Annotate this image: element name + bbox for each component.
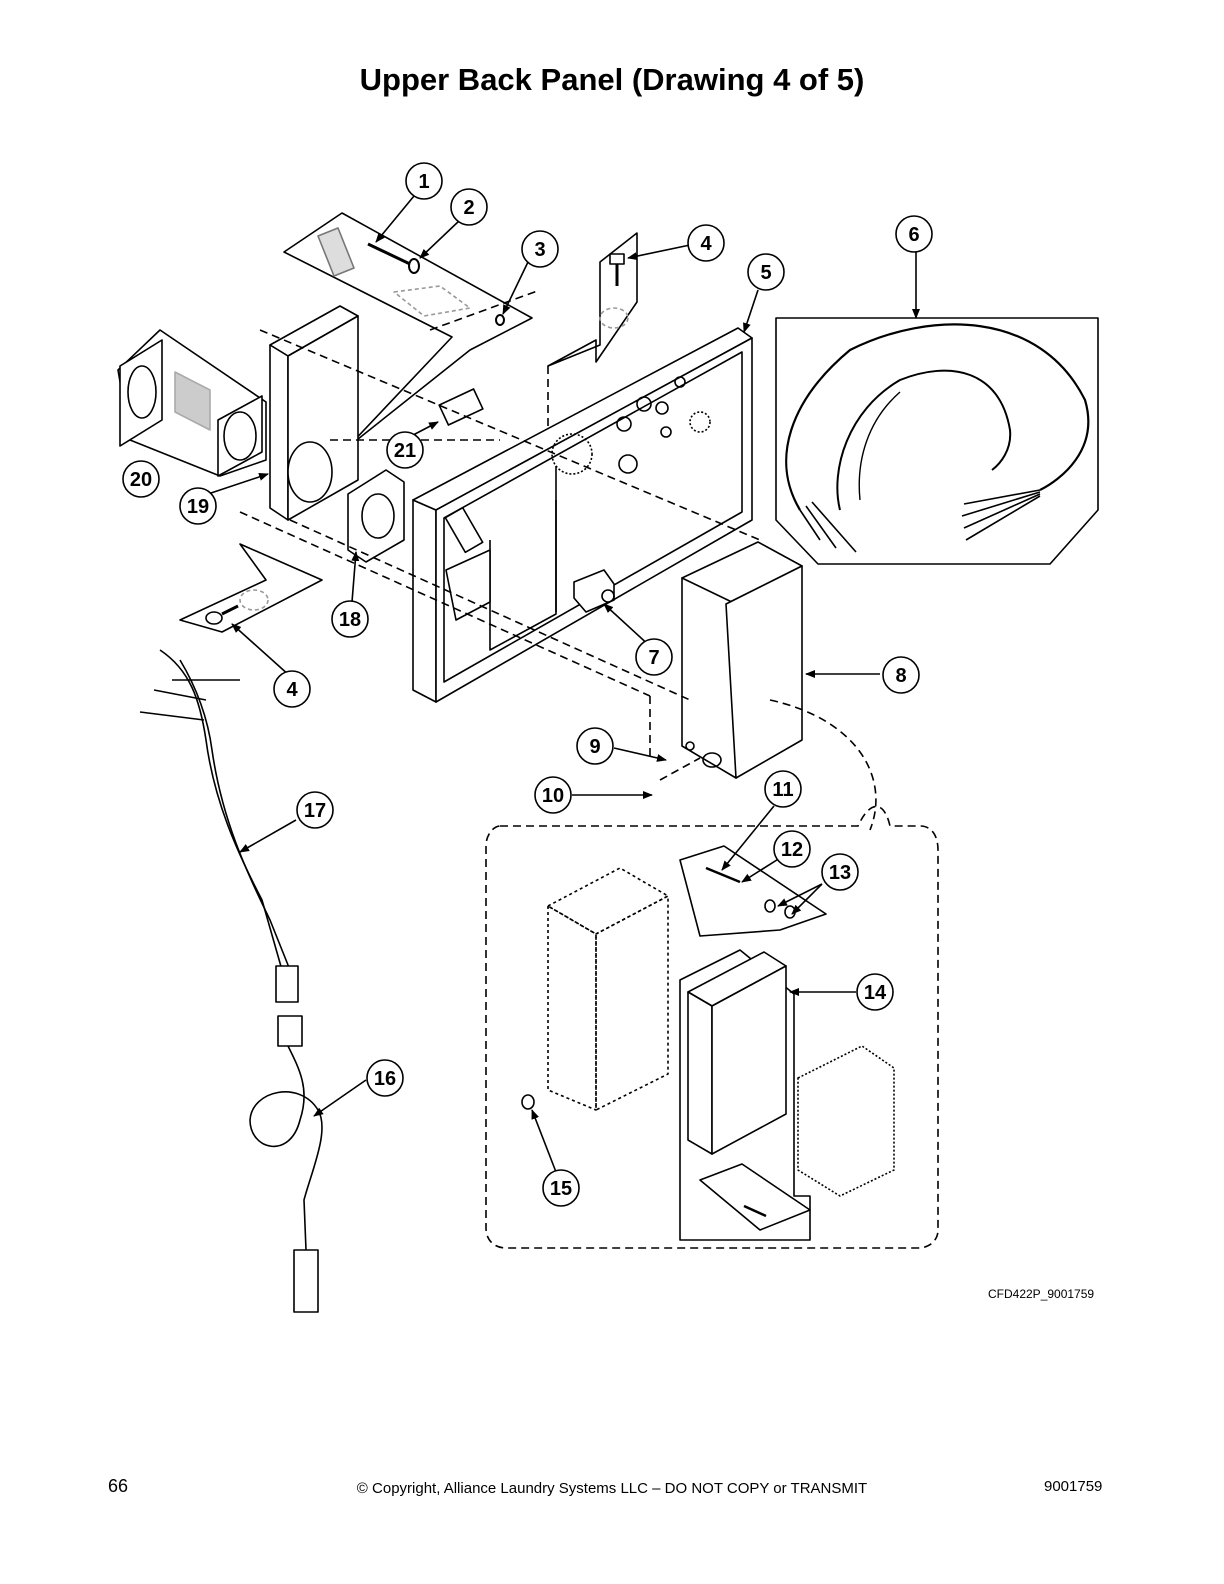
svg-text:14: 14 [864,982,887,1004]
callout-20: 20 [122,460,160,498]
page-number: 66 [108,1476,129,1496]
callout-17: 17 [296,791,334,829]
copyright-notice: © Copyright, Alliance Laundry Systems LL… [356,1480,868,1497]
svg-text:10: 10 [542,785,564,807]
callout-group: 1 2 3 4 5 6 7 8 9 10 11 12 13 14 15 16 1… [122,162,933,1207]
detail-inset-screw-bottom [179,543,323,633]
callout-18: 18 [331,600,369,638]
back-panel-part-5 [412,327,753,703]
svg-text:16: 16 [374,1068,396,1090]
callout-2: 2 [450,188,488,226]
drawing-code: CFD422P_9001759 [988,1287,1095,1301]
callout-4-top: 4 [687,224,725,262]
svg-text:15: 15 [550,1178,572,1200]
cable-harness-part-16 [249,1015,323,1313]
leader-arrows [207,195,920,1173]
callout-9: 9 [576,727,614,765]
callout-21: 21 [386,431,424,469]
callout-13: 13 [821,853,859,891]
svg-text:9: 9 [589,736,600,758]
svg-text:7: 7 [648,647,659,669]
electrical-box-part-8 [681,541,803,779]
callout-5: 5 [747,253,785,291]
svg-text:8: 8 [895,665,906,687]
callout-12: 12 [773,830,811,868]
svg-text:20: 20 [130,469,152,491]
svg-text:11: 11 [772,779,793,801]
callout-1: 1 [405,162,443,200]
callout-11: 11 [764,770,802,808]
bracket-part-19 [269,305,359,521]
svg-text:6: 6 [908,224,919,246]
svg-text:19: 19 [187,496,209,518]
detail-inset-screw-top [547,232,638,438]
svg-text:3: 3 [534,239,545,261]
detail-inset-harness-part-6 [775,317,1099,565]
callout-14: 14 [856,973,894,1011]
svg-text:21: 21 [394,440,416,462]
svg-text:17: 17 [304,800,326,822]
callout-4-bottom: 4 [273,670,311,708]
svg-text:12: 12 [781,839,803,861]
svg-text:4: 4 [286,679,298,701]
detail-inset-fan-guard-part-20 [117,329,267,477]
callout-7: 7 [635,638,673,676]
label-part-21 [438,388,484,426]
callout-6: 6 [895,215,933,253]
callout-15: 15 [542,1169,580,1207]
detail-inset-top-fasteners [283,212,533,448]
detail-inset-control-module [485,805,939,1249]
document-number: 9001759 [1044,1478,1103,1495]
callout-10: 10 [534,776,572,814]
callout-8: 8 [882,656,920,694]
callout-19: 19 [179,487,217,525]
svg-text:4: 4 [700,233,712,255]
svg-text:2: 2 [463,197,474,219]
svg-text:18: 18 [339,609,361,631]
cable-harness-part-17 [139,649,299,1003]
svg-text:5: 5 [760,262,771,284]
svg-text:1: 1 [418,171,429,193]
callout-16: 16 [366,1059,404,1097]
fan-part-18 [347,469,405,563]
svg-text:13: 13 [829,862,851,884]
page-title: Upper Back Panel (Drawing 4 of 5) [359,62,865,97]
callout-3: 3 [521,230,559,268]
